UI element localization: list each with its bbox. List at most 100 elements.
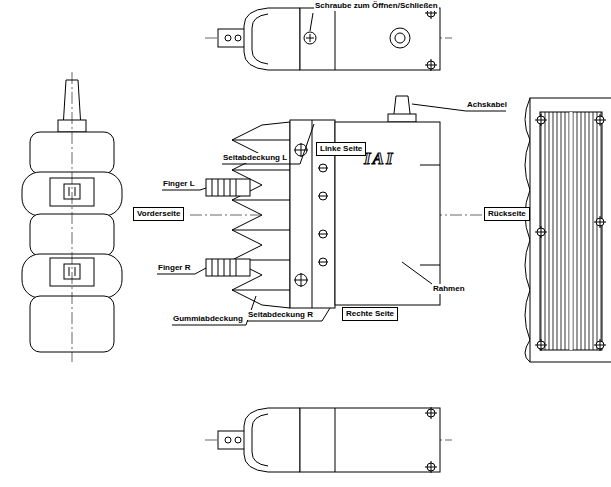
side-view: [318, 196, 328, 197]
top-view: [431, 59, 432, 71]
bottom-view: [205, 407, 452, 473]
side-view: [212, 259, 213, 276]
view-side-tag: Vorderseite: [133, 207, 184, 221]
rear-view: [540, 112, 602, 350]
brand-logo: IAI: [363, 150, 396, 168]
view-side-text: Rückseite: [488, 209, 526, 219]
bottom-view: [335, 408, 336, 472]
bottom-view: [235, 437, 241, 443]
side-view: [236, 179, 237, 196]
side-view: [212, 179, 236, 196]
side-view: [420, 165, 440, 166]
view-side-text: Linke Seite: [320, 144, 362, 154]
front-view: [69, 187, 70, 196]
view-side-tag: Linke Seite: [316, 142, 366, 156]
top-view: [335, 8, 336, 70]
side-view: [232, 200, 290, 201]
side-view: [319, 258, 327, 266]
top-view: [252, 14, 268, 64]
rear-view: [525, 98, 611, 362]
rear-view: [600, 216, 601, 228]
side-view: [224, 179, 225, 196]
rear-view: [541, 226, 542, 238]
top-view: [395, 33, 405, 43]
side-view: [301, 273, 302, 287]
rear-view: [600, 114, 601, 126]
part-label: Seitabdeckung R: [247, 310, 314, 320]
side-view: [224, 259, 225, 276]
rear-view: [541, 339, 542, 351]
side-view: [295, 274, 307, 286]
top-view: [390, 28, 410, 48]
rear-view: [541, 114, 542, 126]
leader-line: [402, 262, 432, 284]
top-view: [304, 32, 316, 44]
leader-line: [412, 104, 466, 111]
leader-line: [222, 124, 314, 164]
top-view: [310, 34, 311, 42]
top-view: [205, 7, 452, 71]
part-label: Finger R: [157, 263, 191, 273]
front-view: [75, 187, 76, 196]
view-side-text: Rechte Seite: [346, 309, 394, 319]
part-label: Seitabdeckung L: [222, 153, 288, 163]
bottom-view: [244, 408, 300, 472]
bottom-view: [431, 407, 432, 419]
bottom-view: [252, 414, 268, 466]
front-view: [22, 72, 122, 362]
leader-line: [157, 104, 506, 325]
side-view: [319, 192, 327, 200]
side-view: [206, 179, 250, 196]
view-side-tag: Rückseite: [484, 207, 530, 221]
part-label: Schraube zum Öffnen/Schließen: [314, 1, 439, 11]
bottom-view: [225, 437, 231, 443]
part-label: Finger L: [162, 179, 196, 189]
side-view: [319, 230, 327, 238]
top-view: [300, 8, 440, 70]
front-view: [75, 267, 76, 276]
leader-line: [172, 296, 256, 325]
leader-line: [310, 13, 313, 31]
front-view: [69, 267, 70, 276]
side-view: [232, 140, 290, 141]
side-view: [312, 120, 313, 308]
rear-view: [525, 98, 530, 362]
side-view: [232, 290, 290, 291]
side-view: [230, 259, 231, 276]
side-view: [301, 143, 302, 157]
top-view: [225, 35, 231, 41]
top-view: [235, 35, 241, 41]
part-label: Rahmen: [432, 284, 466, 294]
side-view: [232, 122, 290, 308]
side-view: [388, 114, 416, 122]
top-view: [244, 8, 300, 70]
rear-view: [530, 98, 611, 362]
side-view: [206, 259, 250, 276]
side-view: [236, 259, 237, 276]
leader-line: [247, 308, 330, 321]
side-view: [212, 259, 236, 276]
part-label: Achskabel: [466, 100, 508, 110]
side-view: [232, 170, 290, 171]
front-view: [72, 72, 73, 362]
side-view: [319, 164, 327, 172]
bottom-view: [300, 408, 440, 472]
side-view: [218, 259, 219, 276]
side-view: [212, 179, 213, 196]
side-view: [218, 179, 219, 196]
side-view: [230, 179, 231, 196]
side-view: [420, 265, 440, 266]
bottom-view: [431, 461, 432, 473]
side-view: [232, 230, 290, 231]
side-view: [157, 96, 506, 325]
leader-line: [466, 111, 506, 112]
view-side-tag: Rechte Seite: [342, 307, 398, 321]
side-view: [318, 168, 328, 169]
part-label: Gummiabdeckung: [172, 314, 244, 324]
rear-view: [570, 112, 573, 350]
view-side-text: Vorderseite: [137, 209, 180, 219]
rear-view: [600, 339, 601, 351]
